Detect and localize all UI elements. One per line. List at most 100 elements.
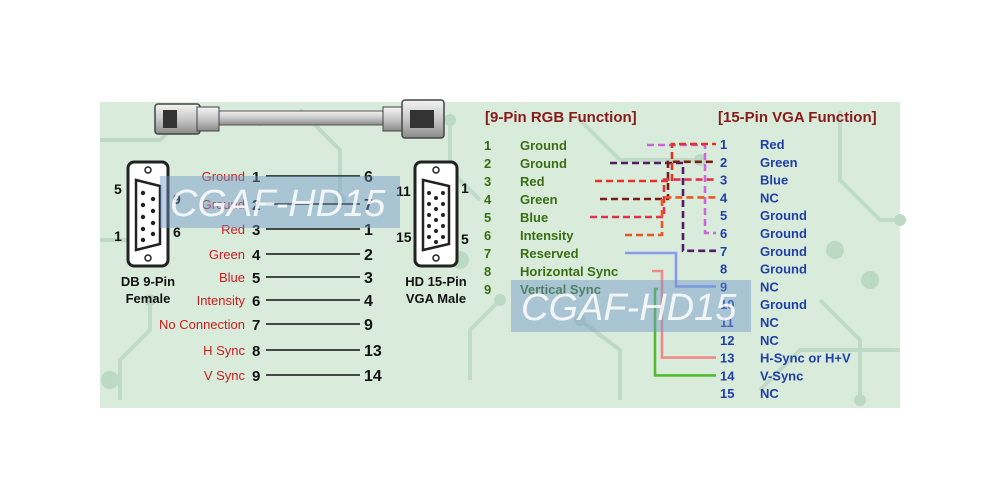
pin-function-label: V Sync [204,368,246,383]
rgb-pin-number: 9 [484,282,491,297]
hd15-pin-number: 2 [364,247,373,264]
wire-rgb-3-to-vga-1 [595,142,716,183]
hd15-pin-number: 4 [364,293,373,310]
vga-pin-number: 15 [720,386,734,401]
wire-rgb-6-to-vga-4 [625,196,716,237]
pin-function-label: Intensity [197,293,246,308]
hd15-pin-number: 1 [461,180,469,196]
vga-pin-number: 5 [720,208,727,223]
vga-pin-number: 7 [720,244,727,259]
hd15-pin-number: 14 [364,368,382,385]
vga-pin-number: 2 [720,155,727,170]
vga-pin-number: 10 [720,297,734,312]
rgb-function-title: [9-Pin RGB Function] [485,109,637,126]
rgb-pin-number: 4 [484,192,492,207]
rgb-pin-number: 1 [484,138,491,153]
rgb-to-vga-wiring [590,142,716,377]
db9-subtitle: Female [126,291,171,306]
rgb-pin-name: Green [520,192,558,207]
vga-pin-name: Red [760,137,785,152]
db9-title: DB 9-Pin [121,274,175,289]
db9-pin-number: 9 [252,368,260,385]
vga-pin-number: 1 [720,137,727,152]
vga-pin-number: 11 [720,315,734,330]
hd15-pin-number: 13 [364,343,382,360]
rgb-pin-number: 2 [484,156,491,171]
vga-pin-name: NC [760,190,779,205]
vga-pin-number: 14 [720,368,735,383]
wire-rgb-2-to-vga-7 [610,161,716,253]
vga-function-title: [15-Pin VGA Function] [718,109,877,126]
wire-rgb-7-to-vga-9 [625,251,716,288]
rgb-pin-name: Ground [520,138,567,153]
vga-pin-name: Ground [760,244,807,259]
hd15-title: HD 15-Pin [405,274,466,289]
rgb-pin-name: Reserved [520,246,579,261]
hd15-pin-number: 15 [396,229,412,245]
rgb-pin-name: Red [520,174,545,189]
wire-rgb-8-to-vga-13 [652,269,716,359]
rgb-pin-number: 7 [484,246,491,261]
pin-function-label: Blue [219,270,245,285]
hd15-pin-number: 11 [396,183,411,199]
db9-pin-number: 6 [173,224,181,240]
hd15-pin-number: 7 [364,197,373,214]
db9-pin-number: 8 [252,343,260,360]
db9-pin-number: 9 [173,191,181,207]
rgb-pin-name: Horizontal Sync [520,264,618,279]
vga-pin-name: NC [760,386,779,401]
rgb-pin-number: 3 [484,174,491,189]
vga-pin-number: 9 [720,279,727,294]
vga-pin-name: Ground [760,262,807,277]
vga-pin-name: NC [760,279,779,294]
wire-rgb-4-to-vga-2 [600,160,716,201]
circuit-board-background [100,102,906,408]
vga-pin-number: 13 [720,351,734,366]
vga-pin-name: NC [760,333,779,348]
hd15-pin-number: 3 [364,270,373,287]
db9-pin-number: 2 [252,197,260,214]
hd15-pin-number: 9 [364,317,373,334]
vga-cable-illustration [154,99,445,139]
pin-function-label: No Connection [159,317,245,332]
vga-pin-number: 8 [720,262,727,277]
hd15-subtitle: VGA Male [406,291,466,306]
vga-pin-name: Ground [760,226,807,241]
db9-pin-number: 4 [252,247,261,264]
hd15-pin-number: 6 [364,169,373,186]
rgb-pin-number: 8 [484,264,491,279]
pin-function-label: H Sync [203,343,245,358]
rgb-pin-name: Blue [520,210,548,225]
pin-function-label: Green [209,247,245,262]
wire-rgb-1-to-vga-6 [647,143,716,235]
hd15-pin-number: 1 [364,222,373,239]
hd15-pin-number: 5 [461,231,469,247]
vga-pin-name: Green [760,155,798,170]
vga-pin-name: V-Sync [760,368,803,383]
pin-function-label: Ground [202,197,245,212]
rgb-pin-number: 6 [484,228,491,243]
vga-pin-name: Ground [760,208,807,223]
vga-pin-number: 3 [720,173,727,188]
db9-pin-number: 6 [252,293,260,310]
vga-pin-number: 6 [720,226,727,241]
vga-pin-number: 12 [720,333,734,348]
watermark-right: CGAF-HD15 [511,280,751,332]
vga-pin-number: 4 [720,190,728,205]
db9-pin-number: 5 [252,270,260,287]
hd15-connector-drawing [413,160,459,268]
vga-pin-name: NC [760,315,779,330]
db9-pin-number: 5 [114,181,122,197]
db9-pin-number: 3 [252,222,260,239]
watermark-left: CGAF-HD15 [160,176,400,228]
db9-connector-drawing [126,160,170,268]
db9-pin-number: 1 [114,228,122,244]
watermark-text: CGAF-HD15 [170,183,386,225]
watermark-text: CGAF-HD15 [521,287,737,329]
vga-pin-name: Ground [760,297,807,312]
pin-function-label: Ground [202,169,245,184]
